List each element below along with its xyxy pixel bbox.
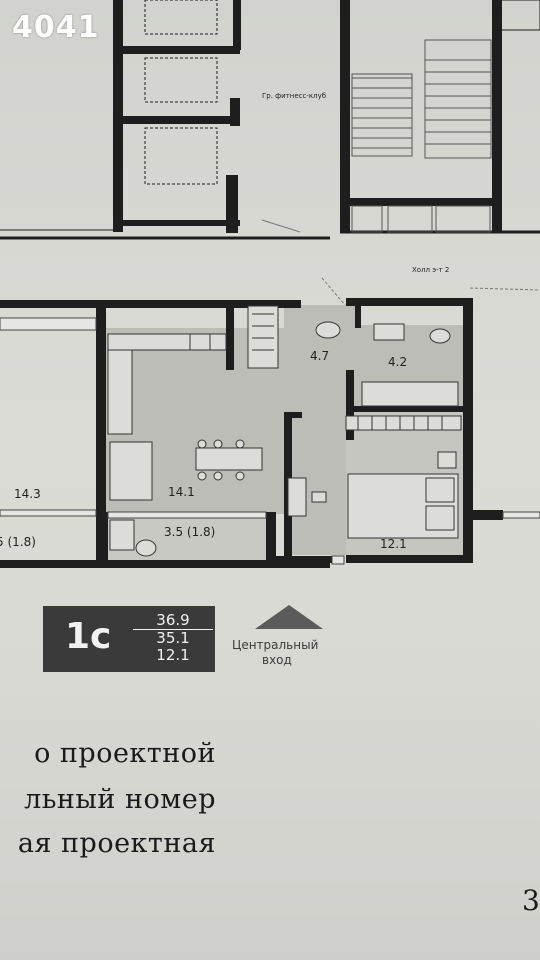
windows [0,317,540,565]
unit-areas: 36.9 35.1 12.1 [133,612,213,664]
entrance-label-line2: вход [262,653,292,667]
document-text-line2: льный номер [24,784,216,815]
upper-room-label: Гр. фитнесс-клуб [262,92,326,100]
document-text-line3: ая проектная [17,828,216,859]
room-area-bathroom: 4.2 [388,355,407,369]
page-number-fragment: 3 [522,884,540,917]
document-text-line1: о проектной [34,738,216,769]
room-area: 12.1 [156,646,190,664]
unit-badge: 1с 36.9 35.1 12.1 [43,606,215,672]
living-area: 35.1 [156,629,190,647]
entrance-label: Центральный вход [232,638,352,668]
corridor-label: Холл э-т 2 [412,266,449,274]
entrance-arrow-icon [255,605,323,629]
furniture [107,305,462,557]
total-area: 36.9 [133,612,213,630]
entrance-label-line1: Центральный [232,638,319,652]
room-area-hall: 4.7 [310,349,329,363]
room-area-loggia: 3.5 (1.8) [164,525,215,539]
floor-plan: Гр. фитнесс-клуб Холл э-т 2 [0,0,540,568]
watermark: 4041 [12,10,100,45]
unit-code: 1с [65,616,112,657]
room-area-neighbor-loggia: 5 (1.8) [0,535,36,549]
staircase [351,39,492,233]
room-area-neighbor: 14.3 [14,487,41,501]
room-area-bedroom: 12.1 [380,537,407,551]
room-area-kitchen-living: 14.1 [168,485,195,499]
